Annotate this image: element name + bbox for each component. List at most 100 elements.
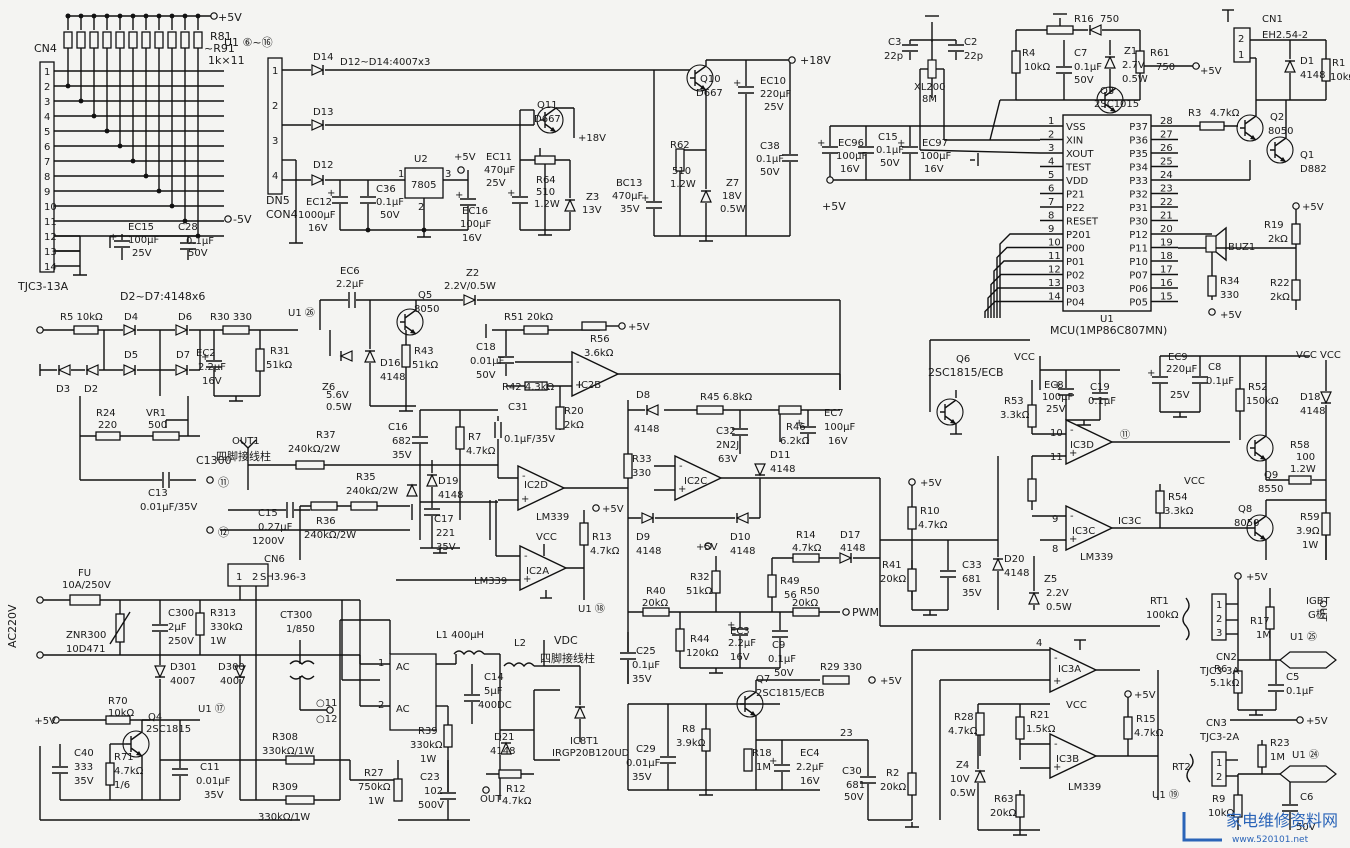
capacitor xyxy=(424,508,440,516)
pin-label: P10 xyxy=(1129,257,1148,268)
signal-arrow xyxy=(1279,651,1337,669)
label-terminal1: 四脚接线柱 xyxy=(216,449,271,463)
label-c25u: 35V xyxy=(632,674,652,685)
label-r62v: 510 xyxy=(672,166,691,177)
label-d301: D301 xyxy=(170,662,197,673)
label-c36v: 0.1μF xyxy=(376,197,404,208)
pin-label: 10 xyxy=(1050,428,1063,439)
pin-label: 1 xyxy=(236,572,242,583)
label-r313v: 330kΩ xyxy=(210,622,243,633)
pin-label: 22 xyxy=(1160,197,1173,208)
pin-label: 21 xyxy=(1160,211,1173,222)
label-z1u: 0.5W xyxy=(1122,74,1148,85)
plus-mark: + xyxy=(769,756,777,767)
label-r313u: 1W xyxy=(210,636,226,647)
resistor-r7 xyxy=(455,426,465,450)
label-p18v_top: +18V xyxy=(800,54,831,67)
comparator-ic2c xyxy=(674,454,723,502)
label-r64: R64 xyxy=(536,175,556,186)
terminal-node xyxy=(1234,572,1242,580)
label-c23v: 102 xyxy=(424,786,443,797)
label-r91: ~R91 xyxy=(204,42,235,55)
label-r49: R49 xyxy=(780,576,800,587)
emitter-arrow xyxy=(950,419,956,424)
label-c40v: 333 xyxy=(74,762,93,773)
wire xyxy=(990,273,1040,318)
label-vcc_ic3a: VCC xyxy=(1066,700,1087,711)
capacitor xyxy=(464,694,480,702)
pin-label: P21 xyxy=(1066,190,1085,201)
label-r61v: 750 xyxy=(1156,62,1175,73)
pin-label: 2 xyxy=(418,202,424,213)
emitter-arrow xyxy=(1250,135,1256,140)
plus-mark: + xyxy=(678,484,686,495)
label-p5v_r29: +5V xyxy=(880,676,902,687)
capacitor xyxy=(902,44,918,52)
label-r71v: 4.7kΩ xyxy=(114,766,144,777)
label-r50: R50 xyxy=(800,586,820,597)
cn6-connector xyxy=(227,563,269,587)
wire xyxy=(989,99,1001,141)
label-dn5: DN5 xyxy=(266,194,290,207)
label-d11: D11 xyxy=(770,450,790,461)
plus-mark: + xyxy=(727,620,735,631)
pin-label: 3 xyxy=(445,169,451,180)
pin-label: 28 xyxy=(1160,116,1173,127)
terminal-node xyxy=(224,215,232,223)
label-ec8: EC8 xyxy=(1044,380,1064,391)
resistor-r43 xyxy=(401,344,411,368)
resistor-r59 xyxy=(1321,512,1331,536)
plus-mark: + xyxy=(523,574,531,585)
label-r34: R34 xyxy=(1220,276,1240,287)
capacitor xyxy=(782,154,798,162)
label-vcc_c8: VCC xyxy=(1296,350,1317,361)
label-ec15u: 25V xyxy=(132,248,152,259)
fuse-fu xyxy=(69,594,101,606)
label-p5v_u2: +5V xyxy=(454,152,476,163)
label-c30: C30 xyxy=(842,766,862,777)
label-r8v: 3.9kΩ xyxy=(676,738,706,749)
transistor-q5 xyxy=(396,308,424,336)
resistor-r308 xyxy=(285,755,315,765)
pin-label: 2 xyxy=(44,82,50,93)
pin-label: 12 xyxy=(44,232,57,243)
label-q1: Q1 xyxy=(1300,150,1314,161)
label-r24v: 220 xyxy=(98,420,117,431)
resistor-r33 xyxy=(623,453,633,479)
label-r17v: 1M xyxy=(1256,630,1271,641)
label-mcu: MCU(1MP86C807MN) xyxy=(1050,324,1167,337)
pin-label: P06 xyxy=(1129,284,1148,295)
label-d1: D1 xyxy=(1300,56,1314,67)
junction-dot xyxy=(182,13,188,19)
pin-label: P01 xyxy=(1066,257,1085,268)
capacitor xyxy=(1092,392,1108,400)
resistor-r18 xyxy=(743,748,753,772)
label-d1v: 4148 xyxy=(1300,70,1325,81)
diode-d11 xyxy=(754,463,766,477)
pin-label: 14 xyxy=(44,262,57,273)
plus-mark: + xyxy=(897,138,905,149)
terminal-node xyxy=(826,176,834,184)
plus-mark: + xyxy=(1147,368,1155,379)
label-bc13: BC13 xyxy=(616,178,642,189)
label-r50v: 20kΩ xyxy=(792,598,819,609)
label-c3: C3 xyxy=(888,37,901,48)
label-r24: R24 xyxy=(96,408,116,419)
label-c11: C11 xyxy=(200,762,220,773)
label-r39u: 1W xyxy=(420,754,436,765)
pin-label: 17 xyxy=(1160,265,1173,276)
transistor-q3 xyxy=(1096,86,1124,114)
label-ic2d: IC2D xyxy=(524,480,548,491)
resistor-r45 xyxy=(696,405,724,415)
label-d8: D8 xyxy=(636,390,650,401)
resistor-r42 xyxy=(524,381,548,391)
label-c23u: 500V xyxy=(418,800,444,811)
pin-label: 2 xyxy=(1216,772,1222,783)
label-vr1v: 500 xyxy=(148,420,167,431)
label-z3v: 13V xyxy=(582,205,602,216)
label-r36v: 240kΩ/2W xyxy=(304,530,356,541)
pin-label: P00 xyxy=(1066,244,1085,255)
resistor-r8 xyxy=(701,728,711,752)
pin-label: 27 xyxy=(1160,130,1173,141)
